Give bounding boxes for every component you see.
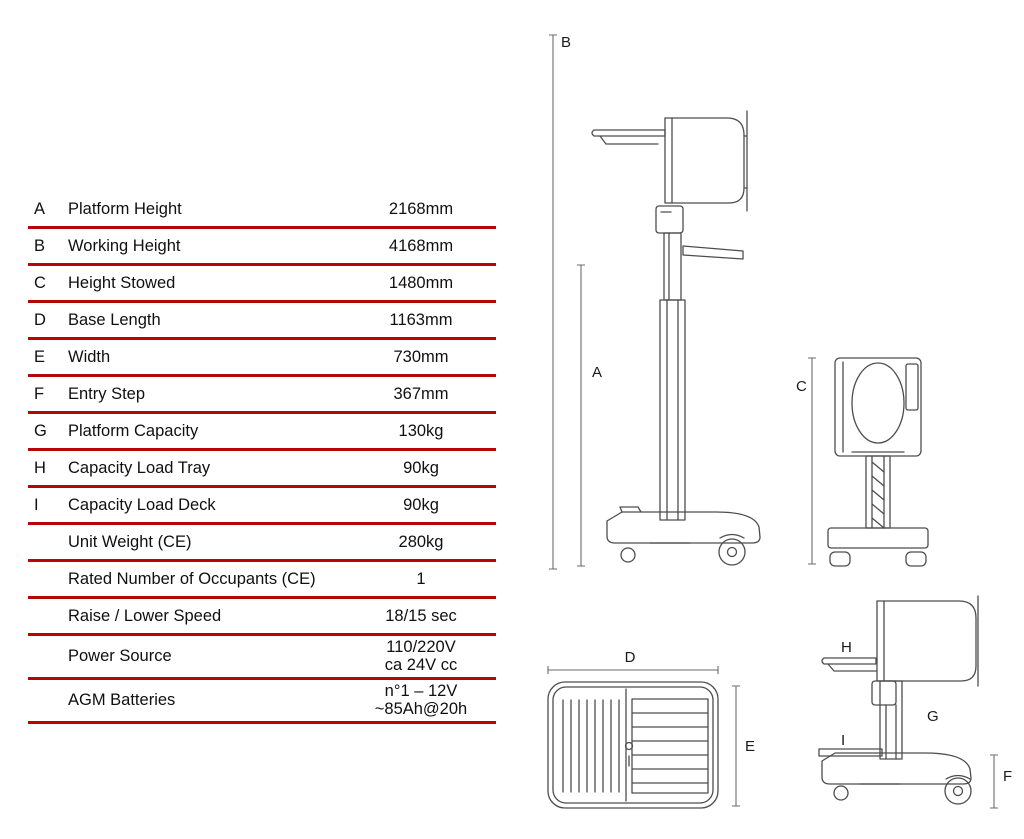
dim-label-f: F [1003, 768, 1012, 785]
dimension-lines-de [547, 666, 740, 807]
spec-label: Platform Capacity [68, 421, 199, 440]
spec-key: F [34, 384, 45, 403]
table-row: Rated Number of Occupants (CE) 1 [28, 562, 496, 599]
spec-value: 18/15 sec [385, 606, 457, 625]
spec-value: 90kg [403, 495, 439, 514]
dim-label-a: A [592, 364, 602, 381]
table-row: B Working Height 4168mm [28, 229, 496, 266]
dim-label-h: H [841, 639, 852, 656]
spec-value: 730mm [393, 347, 449, 366]
table-row: A Platform Height 2168mm [28, 192, 496, 229]
table-row: E Width 730mm [28, 340, 496, 377]
lift-front-view-drawing [827, 357, 929, 567]
table-row: AGM Batteries n°1 – 12V ~85Ah@20h [28, 680, 496, 724]
spec-value: 1163mm [389, 310, 453, 329]
spec-value: 2168mm [388, 199, 454, 218]
spec-value: 130kg [398, 421, 444, 440]
dim-label-d: D [625, 649, 636, 666]
table-row: I Capacity Load Deck 90kg [28, 488, 496, 525]
dim-label-b: B [561, 34, 571, 51]
lift-extended-side-view-drawing [591, 110, 761, 566]
spec-label: Entry Step [68, 384, 146, 403]
spec-key: B [34, 236, 46, 255]
dim-label-i: I [841, 732, 845, 749]
dimension-labels: B A C D E H G I F [561, 34, 1012, 785]
dimension-lines-ab [549, 34, 585, 570]
dimension-line-c [808, 357, 816, 565]
spec-key: G [34, 421, 47, 440]
spec-value: 4168mm [388, 236, 454, 255]
dim-label-e: E [745, 738, 755, 755]
table-row: Power Source 110/220V ca 24V cc [28, 636, 496, 680]
spec-label: Base Length [68, 310, 161, 329]
base-top-view-drawing [547, 681, 719, 809]
spec-label: Power Source [68, 647, 172, 666]
spec-value: 280kg [398, 532, 444, 551]
spec-value: 1 [416, 569, 426, 588]
dim-label-c: C [796, 378, 807, 395]
spec-table: A Platform Height 2168mm B Working Heigh… [28, 192, 496, 724]
spec-value: 1480mm [388, 273, 454, 292]
spec-key: A [34, 199, 46, 218]
spec-label: Capacity Load Deck [68, 495, 216, 514]
dimension-line-f [990, 754, 998, 809]
spec-label: Working Height [68, 236, 181, 255]
spec-value: 90kg [403, 458, 439, 477]
spec-label: Rated Number of Occupants (CE) [68, 569, 316, 588]
spec-key: I [34, 495, 39, 514]
spec-value: n°1 – 12V ~85Ah@20h [374, 681, 468, 719]
spec-value: 110/220V ca 24V cc [384, 638, 458, 675]
spec-label: Height Stowed [68, 273, 176, 292]
spec-label: Unit Weight (CE) [68, 532, 192, 551]
table-row: C Height Stowed 1480mm [28, 266, 496, 303]
spec-key: H [34, 458, 46, 477]
table-row: Raise / Lower Speed 18/15 sec [28, 599, 496, 636]
spec-label: Width [68, 347, 111, 366]
spec-label: Capacity Load Tray [68, 458, 211, 477]
spec-label: AGM Batteries [68, 691, 176, 710]
table-row: H Capacity Load Tray 90kg [28, 451, 496, 488]
table-row: Unit Weight (CE) 280kg [28, 525, 496, 562]
table-row: D Base Length 1163mm [28, 303, 496, 340]
table-row: G Platform Capacity 130kg [28, 414, 496, 451]
spec-label: Platform Height [68, 199, 182, 218]
dim-label-g: G [927, 708, 939, 725]
spec-key: E [34, 347, 46, 366]
technical-drawings: B A C D E H G I F [547, 34, 1012, 809]
spec-value: 367mm [393, 384, 449, 403]
table-row: F Entry Step 367mm [28, 377, 496, 414]
spec-key: D [34, 310, 46, 329]
lift-stowed-side-view-drawing [818, 595, 979, 805]
spec-key: C [34, 273, 46, 292]
spec-label: Raise / Lower Speed [68, 606, 222, 625]
